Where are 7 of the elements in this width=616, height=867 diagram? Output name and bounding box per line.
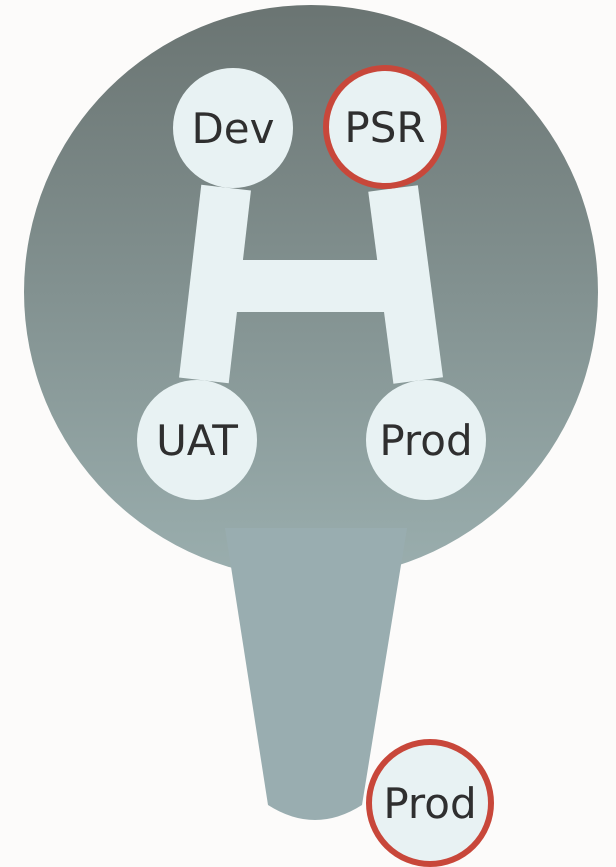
node-label: PSR xyxy=(344,102,426,152)
node-label: Prod xyxy=(383,778,477,828)
connector-bar xyxy=(179,184,251,384)
connector-bar xyxy=(368,185,443,384)
node-label: Dev xyxy=(191,104,275,152)
node-label: Prod xyxy=(379,416,473,464)
node-label: UAT xyxy=(156,416,238,464)
